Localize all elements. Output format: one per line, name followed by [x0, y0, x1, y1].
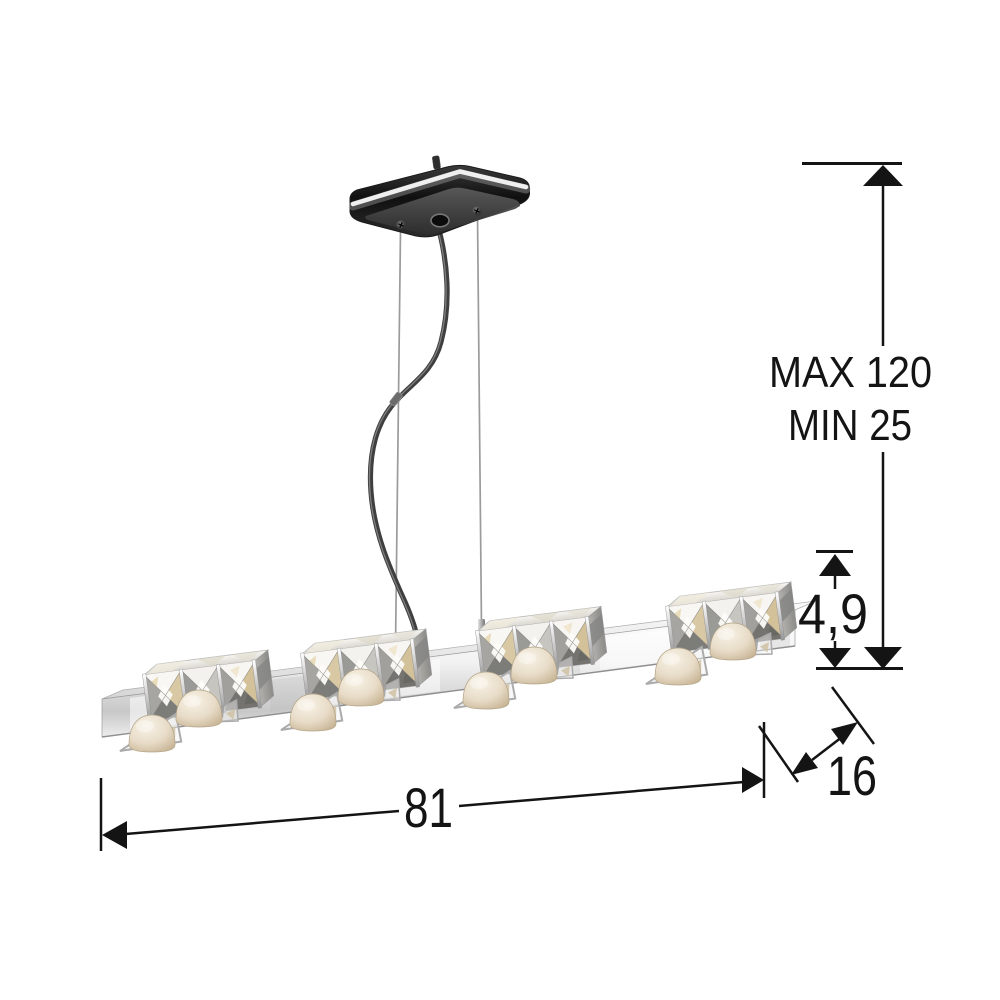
power-cable [367, 220, 450, 652]
dimension-depth: 16 [757, 686, 877, 807]
dimension-fixture-height: 4,9 [798, 550, 868, 668]
arrow-down-left-icon [791, 752, 818, 775]
ceiling-canopy [348, 155, 531, 238]
arrow-left-icon [102, 821, 127, 849]
arrow-up-icon [819, 554, 851, 576]
depth-tick-left [757, 725, 800, 783]
arrow-right-icon [742, 767, 764, 793]
canopy-cable-gland [430, 213, 450, 228]
arrow-down-icon [864, 647, 902, 669]
canopy-screw-left [396, 220, 406, 230]
arrow-up-icon [863, 165, 903, 186]
dimension-height-max-label: MAX 120 [769, 348, 932, 397]
depth-tick-right [830, 686, 876, 745]
dimension-depth-label: 16 [827, 744, 877, 807]
arrow-down-icon [819, 648, 851, 668]
cable-connector [389, 391, 403, 407]
dimension-length: 81 [99, 722, 766, 851]
suspension-wires [394, 213, 483, 648]
dimension-length-label: 81 [404, 776, 453, 839]
arrow-up-right-icon [831, 722, 858, 745]
canopy-strain-relief [432, 155, 441, 170]
dimension-fixture-height-label: 4,9 [798, 582, 868, 645]
canopy-highlight-bright [350, 169, 529, 207]
dimension-suspension-height: MAX 120 MIN 25 [769, 162, 932, 670]
canopy-screw-right [472, 206, 482, 216]
suspension-wire-right [476, 213, 483, 629]
dimension-height-min-label: MIN 25 [788, 401, 912, 450]
